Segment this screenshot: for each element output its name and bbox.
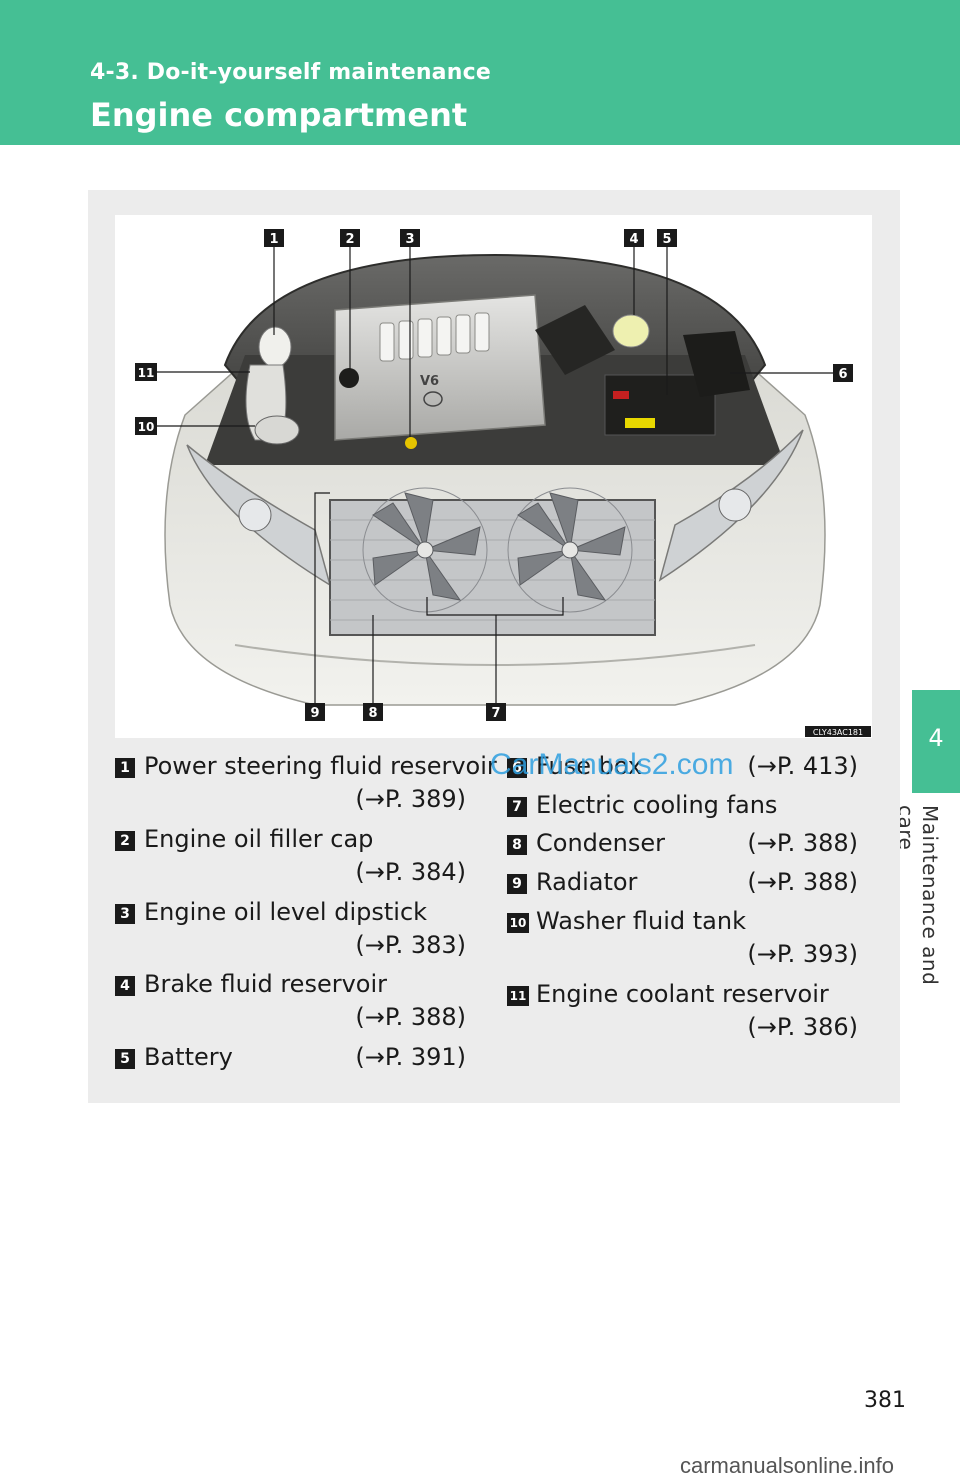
watermark-carmanuals2: CarManuals2.com — [490, 748, 734, 781]
leader-lines — [157, 247, 833, 703]
header-band: 4-3. Do-it-yourself maintenance Engine c… — [0, 0, 960, 145]
legend-text: Fuse box — [536, 752, 642, 780]
callout-6: 6 — [833, 364, 853, 382]
legend-ref: (→P. 389) — [355, 785, 466, 813]
legend-ref: (→P. 383) — [355, 931, 466, 959]
watermark-carmanualsonline: carmanualsonline.info — [680, 1453, 895, 1478]
legend-number: 2 — [115, 831, 135, 851]
callout-3: 3 — [400, 229, 420, 247]
battery-terminal-red — [613, 391, 629, 399]
legend-ref: (→P. 388) — [747, 868, 858, 896]
callout-8: 8 — [363, 703, 383, 721]
brake-reservoir — [612, 314, 650, 348]
legend-text: Engine oil level dipstick — [144, 898, 428, 926]
section-label: 4-3. Do-it-yourself maintenance — [90, 60, 491, 85]
legend-text: Condenser — [536, 829, 665, 857]
cooling-fan-right — [507, 487, 633, 613]
legend-ref: (→P. 384) — [355, 858, 466, 886]
legend-text: Brake fluid reservoir — [144, 970, 387, 998]
fuse-box — [683, 331, 750, 397]
oil-filler-cap — [339, 368, 359, 388]
air-intake — [535, 305, 615, 375]
engine-illustration: V6 — [115, 215, 872, 738]
legend-ref: (→P. 386) — [747, 1013, 858, 1041]
lexus-emblem — [423, 391, 443, 407]
svg-text:10: 10 — [138, 420, 155, 434]
svg-text:8: 8 — [368, 706, 377, 721]
callout-5: 5 — [657, 229, 677, 247]
legend-number: 5 — [115, 1049, 135, 1069]
legend-number: 6 — [507, 758, 527, 778]
figure-code-box — [805, 726, 871, 737]
legend-text: Engine oil filler cap — [144, 825, 374, 853]
engine-badge: V6 — [420, 374, 439, 389]
legend-text: Washer fluid tank — [536, 907, 746, 935]
legend-ref: (→P. 388) — [355, 1003, 466, 1031]
callout-2: 2 — [340, 229, 360, 247]
battery-label — [625, 418, 655, 428]
legend-ref: (→P. 391) — [355, 1043, 466, 1071]
legend-text: Power steering fluid reservoir — [144, 752, 497, 780]
legend-text: Radiator — [536, 868, 638, 896]
page-title: Engine compartment — [90, 96, 468, 134]
callout-10: 10 — [135, 417, 157, 435]
power-steering-reservoir — [258, 326, 292, 368]
legend-number: 11 — [507, 986, 529, 1006]
page-number: 381 — [864, 1388, 906, 1413]
callout-7: 7 — [486, 703, 506, 721]
battery — [604, 374, 716, 436]
callout-markers: 1 2 3 4 5 6 7 8 9 10 11 — [135, 229, 853, 721]
chapter-tab: 4 — [912, 690, 960, 793]
figure-code: CLY43AC181 — [813, 728, 863, 737]
washer-tank-cap — [254, 415, 300, 445]
legend-text: Electric cooling fans — [536, 791, 778, 819]
svg-text:2: 2 — [345, 232, 354, 247]
engine-diagram: V6 — [135, 229, 871, 737]
svg-text:6: 6 — [838, 367, 847, 382]
legend-ref: (→P. 413) — [747, 752, 858, 780]
chapter-caption: Maintenance and care — [894, 805, 942, 986]
legend-ref: (→P. 393) — [747, 940, 858, 968]
svg-text:7: 7 — [491, 706, 500, 721]
svg-text:5: 5 — [662, 232, 671, 247]
callout-4: 4 — [624, 229, 644, 247]
svg-text:3: 3 — [405, 232, 414, 247]
legend-number: 4 — [115, 976, 135, 996]
radiator-mesh — [330, 519, 655, 621]
headlamp-left-lens — [238, 498, 272, 532]
cooling-fan-left — [362, 487, 488, 613]
legend-text: Battery — [144, 1043, 233, 1071]
legend-ref: (→P. 388) — [747, 829, 858, 857]
svg-text:4: 4 — [629, 232, 638, 247]
callout-11: 11 — [135, 363, 157, 381]
legend-text: Engine coolant reservoir — [536, 980, 829, 1008]
legend-number: 9 — [507, 874, 527, 894]
svg-text:9: 9 — [310, 706, 319, 721]
dipstick-handle — [405, 437, 417, 449]
legend-number: 8 — [507, 835, 527, 855]
legend-number: 3 — [115, 904, 135, 924]
legend-number: 7 — [507, 797, 527, 817]
legend-number: 1 — [115, 758, 135, 778]
svg-text:1: 1 — [269, 232, 278, 247]
callout-1: 1 — [264, 229, 284, 247]
callout-9: 9 — [305, 703, 325, 721]
legend-number: 10 — [507, 913, 529, 933]
svg-text:11: 11 — [138, 366, 155, 380]
headlamp-right-lens — [718, 488, 752, 522]
chapter-number: 4 — [928, 724, 944, 752]
bumper-line — [234, 644, 756, 666]
